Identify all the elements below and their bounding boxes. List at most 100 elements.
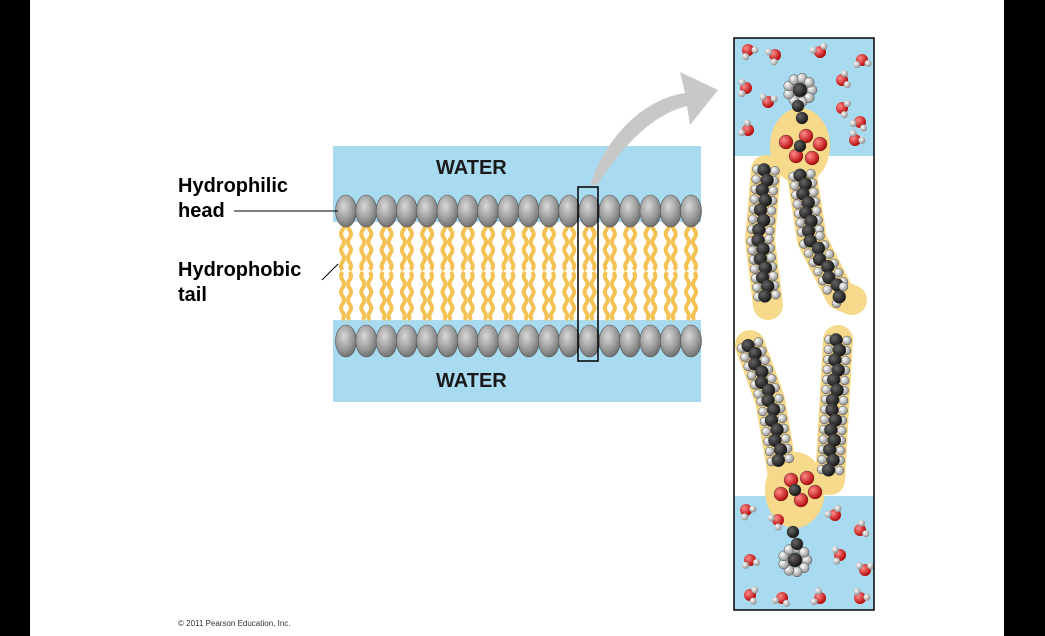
water-hydrogen xyxy=(742,561,750,569)
lipid-tail xyxy=(346,220,353,272)
water-hydrogen xyxy=(738,78,746,86)
water-hydrogen xyxy=(767,514,775,522)
hydrogen-atom xyxy=(747,245,757,256)
lipid-tail xyxy=(643,270,651,322)
water-hydrogen xyxy=(741,513,749,521)
lipid-tail xyxy=(488,270,496,322)
hydrophilic-label-line1: Hydrophilic xyxy=(178,175,289,197)
carbon-atom xyxy=(790,537,804,551)
hydrophilic-head xyxy=(355,324,378,358)
hydrogen-atom xyxy=(784,453,794,464)
lipid-tail xyxy=(602,220,610,272)
hydrogen-atom xyxy=(835,445,846,456)
lipid-tail xyxy=(630,220,638,272)
lipid-tail xyxy=(440,270,448,322)
hydrogen-atom xyxy=(798,547,810,558)
hydrophilic-head xyxy=(456,324,479,358)
hydrophilic-head xyxy=(396,324,418,358)
water-hydrogen xyxy=(841,70,849,78)
oxygen-atom xyxy=(812,136,828,152)
hydrogen-atom xyxy=(751,174,761,184)
lipid-tail xyxy=(691,220,698,272)
water-hydrogen xyxy=(858,136,866,144)
water-hydrogen xyxy=(824,510,832,518)
carbon-atom xyxy=(792,82,808,98)
lipid-tail xyxy=(359,270,367,322)
lipid-tail xyxy=(650,220,658,272)
hydrophobic-tail-leader xyxy=(321,263,339,281)
water-hydrogen xyxy=(863,593,871,601)
water-hydrogen xyxy=(810,598,818,606)
carbon-atom xyxy=(793,139,807,153)
water-hydrogen xyxy=(782,599,790,607)
hydrogen-atom xyxy=(822,364,833,375)
water-hydrogen xyxy=(743,119,751,127)
water-hydrogen xyxy=(820,42,828,50)
lipid-tail xyxy=(684,270,691,322)
hydrogen-atom xyxy=(795,218,805,228)
water-hydrogen xyxy=(843,81,851,89)
lipid-tail xyxy=(609,270,617,322)
hydrophilic-head xyxy=(375,194,398,228)
lipid-tail xyxy=(427,270,435,322)
carbon-atom xyxy=(791,99,805,113)
water-molecules xyxy=(738,42,874,607)
hydrogen-atom xyxy=(749,194,760,204)
hydrogen-atom xyxy=(821,384,831,395)
lipid-tail xyxy=(379,220,387,272)
hydrophilic-head xyxy=(659,324,682,358)
hydrogen-atom xyxy=(792,199,803,209)
carbon-atom xyxy=(771,453,786,468)
lipid-tail xyxy=(521,270,529,322)
water-hydrogen xyxy=(831,546,839,554)
oxygen-atom xyxy=(807,484,823,500)
carbon-atom xyxy=(788,483,802,497)
lipid-tail xyxy=(548,270,556,322)
lipid-tail xyxy=(650,270,658,322)
lipid-tail xyxy=(420,270,428,322)
lipid-tail xyxy=(501,220,509,272)
hydrogen-atom xyxy=(809,187,819,197)
water-hydrogen xyxy=(858,519,866,527)
lipid-tail xyxy=(670,270,678,322)
lipid-tail xyxy=(346,270,353,322)
hydrogen-atom xyxy=(768,271,779,281)
hydrophilic-head xyxy=(680,324,702,358)
water-hydrogen xyxy=(853,588,861,596)
lipid-tail xyxy=(386,220,394,272)
hydrophilic-head xyxy=(599,324,621,358)
hydrogen-atom xyxy=(752,282,762,293)
hydrogen-atom xyxy=(753,337,764,347)
water-hydrogen xyxy=(765,48,773,56)
lipid-tail xyxy=(406,270,414,322)
water-hydrogen xyxy=(860,124,868,132)
water-hydrogen xyxy=(771,596,779,604)
lipid-tail xyxy=(339,270,346,322)
hydrogen-atom xyxy=(838,395,849,406)
hydrophilic-head xyxy=(639,194,662,228)
hydrogen-atom xyxy=(839,375,850,386)
water-hydrogen xyxy=(770,95,778,103)
hydrogen-atom xyxy=(748,214,758,224)
lipid-tail xyxy=(399,270,407,322)
hydrogen-atom xyxy=(764,234,774,244)
water-hydrogen xyxy=(738,90,746,98)
lipid-tail xyxy=(467,270,475,322)
lipid-tail xyxy=(528,220,536,272)
water-hydrogen xyxy=(751,586,759,594)
hydrogen-atom xyxy=(823,344,834,355)
lipid-tail xyxy=(386,270,394,322)
hydrophilic-head xyxy=(355,194,378,228)
water-hydrogen xyxy=(840,111,848,119)
hydrophilic-head xyxy=(558,324,581,358)
hydrophilic-head xyxy=(680,194,702,228)
lipid-tail xyxy=(501,270,509,322)
hydrogen-atom xyxy=(765,446,775,457)
carbon-atom xyxy=(821,463,836,477)
hydrogen-atom xyxy=(841,355,851,366)
water-hydrogen xyxy=(849,119,857,127)
lipid-tail xyxy=(359,220,367,272)
hydrogen-atom xyxy=(758,406,768,417)
oxygen-atom xyxy=(778,134,794,150)
lipid-tail xyxy=(609,220,617,272)
